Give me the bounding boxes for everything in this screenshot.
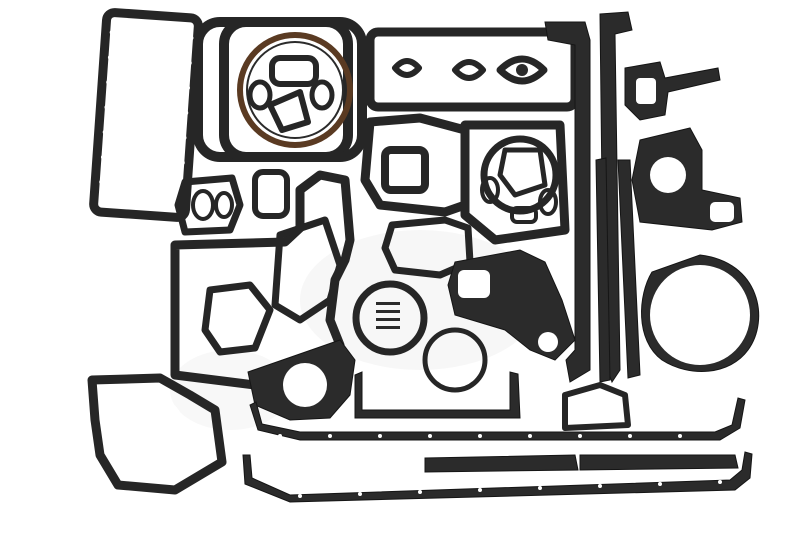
solid-cover-gasket	[447, 249, 576, 361]
plate-gasket-right	[631, 127, 743, 231]
manifold-gasket	[365, 27, 580, 112]
small-port-gaskets	[174, 169, 290, 236]
bottom-strip-gaskets	[242, 371, 753, 503]
water-pump-gasket	[87, 373, 227, 495]
vertical-strip-gaskets	[544, 11, 641, 384]
tall-rectangular-gasket	[89, 8, 203, 222]
bolt-holes	[278, 434, 722, 498]
triangular-flange-gasket	[247, 339, 356, 421]
round-flange-gasket	[641, 254, 760, 372]
cover-gasket-pair	[193, 17, 367, 162]
bracket-gasket	[624, 61, 721, 121]
timing-cover-gasket	[360, 113, 570, 245]
